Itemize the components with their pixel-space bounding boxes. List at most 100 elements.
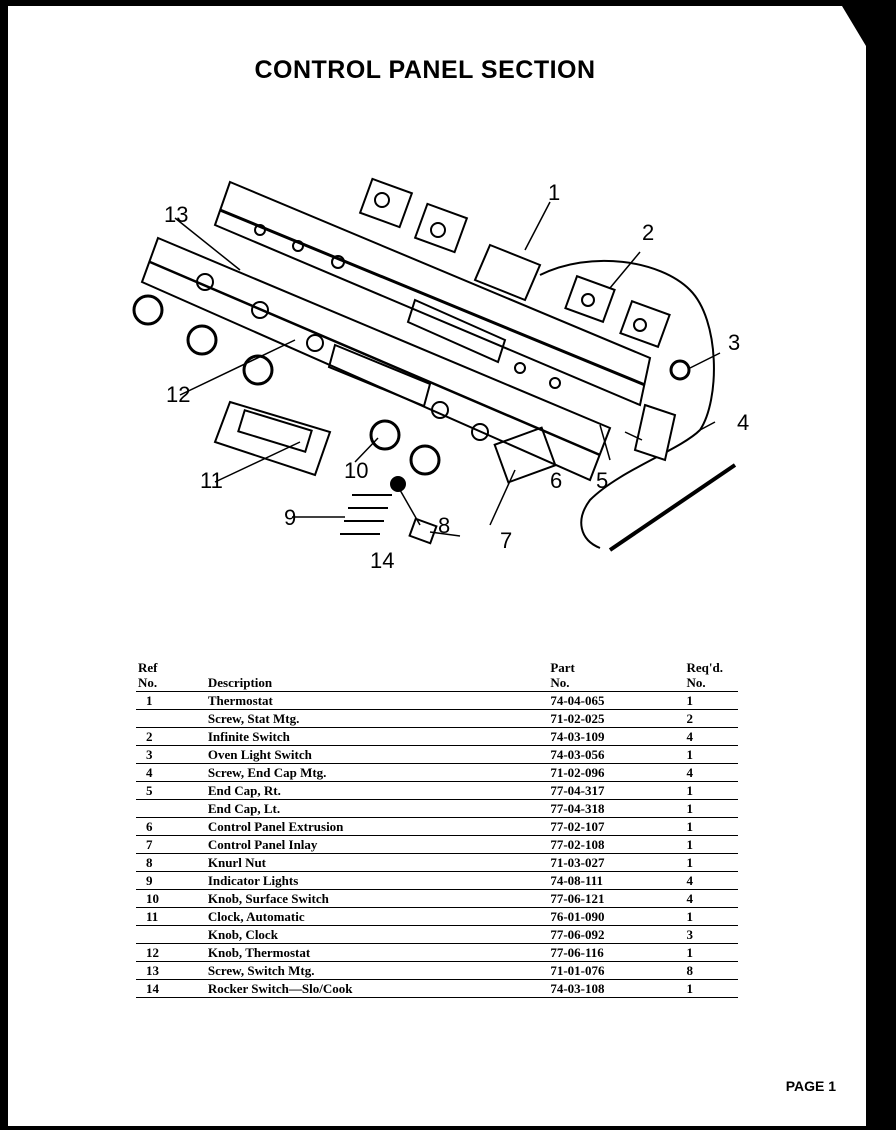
description-cell: Knob, Clock <box>205 925 549 944</box>
callout-3: 3 <box>728 330 741 355</box>
infinite-switch-2 <box>619 299 671 349</box>
quantity-cell: 4 <box>684 727 738 746</box>
part-number-cell: 71-02-096 <box>548 763 685 782</box>
callout-6: 6 <box>550 468 563 493</box>
knob-right-2 <box>409 444 441 476</box>
knob-left-1 <box>132 294 164 326</box>
quantity-cell: 1 <box>684 853 738 872</box>
quantity-cell: 8 <box>684 961 738 980</box>
ref-cell: 11 <box>136 907 206 926</box>
quantity-cell: 2 <box>684 709 738 728</box>
quantity-cell: 4 <box>684 889 738 908</box>
part-number-cell: 74-08-111 <box>548 871 685 890</box>
callout-4: 4 <box>737 410 750 435</box>
switch-panel <box>493 426 557 484</box>
thermostat-body-2 <box>413 202 469 254</box>
callout-8: 8 <box>438 513 451 538</box>
thermostat-main <box>473 243 542 302</box>
header-ref: Ref No. <box>136 660 206 692</box>
quantity-cell: 1 <box>684 817 738 836</box>
end-cap <box>633 403 677 462</box>
quantity-cell: 4 <box>684 763 738 782</box>
knurl-nut <box>390 476 406 492</box>
part-number-cell: 71-03-027 <box>548 853 685 872</box>
header-req: Req'd. No. <box>684 660 738 692</box>
quantity-cell: 1 <box>684 979 738 998</box>
description-cell: Control Panel Extrusion <box>205 817 549 836</box>
callout-7: 7 <box>500 528 513 553</box>
header-part: Part No. <box>548 660 685 692</box>
callout-11: 11 <box>200 468 223 493</box>
callout-10: 10 <box>344 458 369 483</box>
ref-cell: 3 <box>136 745 206 764</box>
infinite-switch-1 <box>564 274 616 324</box>
quantity-cell: 1 <box>684 745 738 764</box>
part-number-cell: 77-06-121 <box>548 889 685 908</box>
part-number-cell: 76-01-090 <box>548 907 685 926</box>
ref-cell <box>136 925 206 944</box>
quantity-cell: 3 <box>684 925 738 944</box>
quantity-cell: 1 <box>684 691 738 710</box>
knob-left-3 <box>242 354 274 386</box>
description-cell: Screw, Stat Mtg. <box>205 709 549 728</box>
page-title: CONTROL PANEL SECTION <box>254 56 596 84</box>
description-cell: End Cap, Rt. <box>205 781 549 800</box>
quantity-cell: 1 <box>684 781 738 800</box>
description-cell: Indicator Lights <box>205 871 549 890</box>
part-number-cell: 74-04-065 <box>548 691 685 710</box>
header-description: Description <box>205 660 549 692</box>
ref-cell <box>136 709 206 728</box>
part-number-cell: 77-04-317 <box>548 781 685 800</box>
description-cell: Knurl Nut <box>205 853 549 872</box>
description-cell: Thermostat <box>205 691 549 710</box>
description-cell: Knob, Surface Switch <box>205 889 549 908</box>
description-cell: Screw, End Cap Mtg. <box>205 763 549 782</box>
description-cell: Control Panel Inlay <box>205 835 549 854</box>
description-cell: Rocker Switch—Slo/Cook <box>205 979 549 998</box>
knob-left-2 <box>186 324 218 356</box>
ref-cell: 5 <box>136 781 206 800</box>
description-cell: End Cap, Lt. <box>205 799 549 818</box>
parts-table-header: Ref No. Description Part No. Req'd. No. <box>136 660 738 692</box>
ref-cell: 4 <box>136 763 206 782</box>
callout-5: 5 <box>596 468 609 493</box>
part-number-cell: 77-04-318 <box>548 799 685 818</box>
parts-table: Ref No. Description Part No. Req'd. No. … <box>136 660 738 998</box>
quantity-cell: 1 <box>684 943 738 962</box>
panel-window-upper <box>406 298 507 364</box>
part-number-cell: 77-06-116 <box>548 943 685 962</box>
part-number-cell: 71-01-076 <box>548 961 685 980</box>
description-cell: Infinite Switch <box>205 727 549 746</box>
part-number-cell: 74-03-108 <box>548 979 685 998</box>
rocker-switch <box>408 517 438 545</box>
quantity-cell: 1 <box>684 799 738 818</box>
ref-cell: 14 <box>136 979 206 998</box>
description-cell: Knob, Thermostat <box>205 943 549 962</box>
quantity-cell: 1 <box>684 835 738 854</box>
ref-cell: 1 <box>136 691 206 710</box>
callout-1: 1 <box>548 180 561 205</box>
ref-cell: 13 <box>136 961 206 980</box>
callout-2: 2 <box>642 220 655 245</box>
thermostat-body-1 <box>358 177 414 229</box>
ref-cell: 12 <box>136 943 206 962</box>
part-number-cell: 71-02-025 <box>548 709 685 728</box>
callout-9: 9 <box>284 505 297 530</box>
page-corner <box>842 6 866 46</box>
quantity-cell: 1 <box>684 907 738 926</box>
part-number-cell: 74-03-056 <box>548 745 685 764</box>
ref-cell: 9 <box>136 871 206 890</box>
callout-13: 13 <box>164 202 189 227</box>
ref-cell: 6 <box>136 817 206 836</box>
